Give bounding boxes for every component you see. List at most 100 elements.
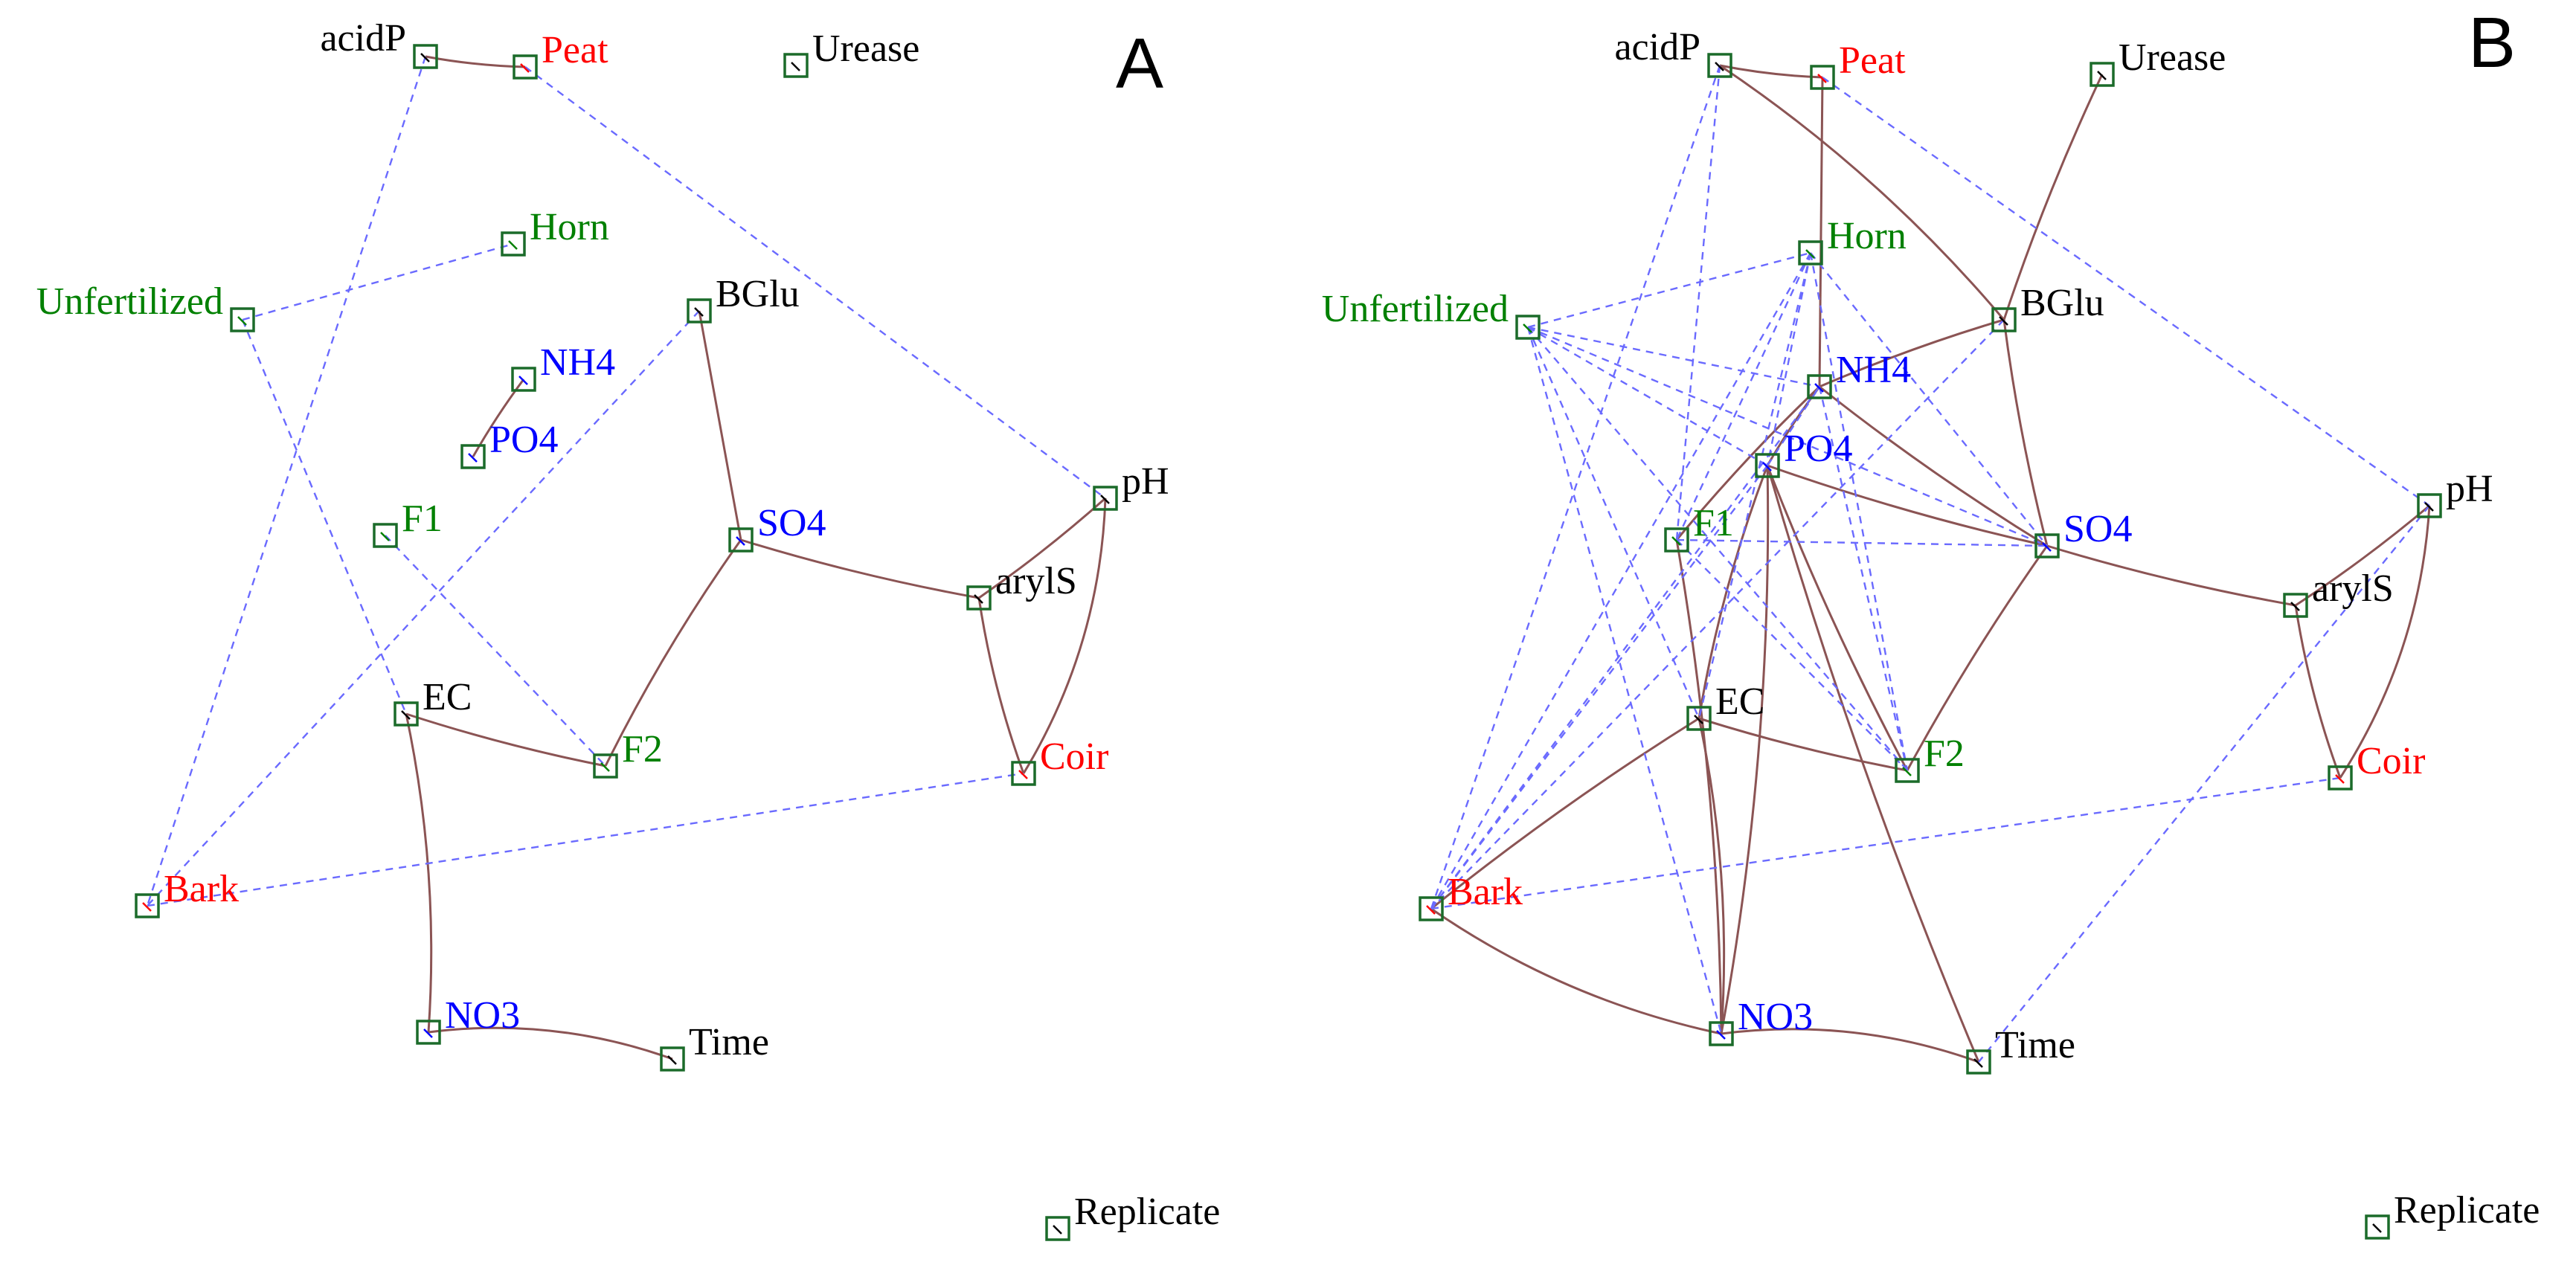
node-a-f1[interactable]: F1 [373,498,443,548]
node-b-nh4[interactable]: NH4 [1807,349,1911,399]
node-center-mark [1523,323,1532,333]
edge-b-so4-f2 [1906,545,2049,771]
edge-a-acidp-bark [146,56,427,907]
node-center-mark [142,902,152,912]
node-box [1419,896,1444,921]
node-center-mark [1902,767,1912,776]
node-label: F1 [402,498,443,540]
edge-a-f1-f2 [385,535,606,767]
node-label: SO4 [757,502,826,544]
node-b-so4[interactable]: SO4 [2034,508,2132,558]
node-center-mark [1805,249,1815,259]
node-center-mark [420,53,430,62]
node-a-acidp[interactable]: acidP [320,17,438,69]
edge-b-ph-coir [2339,505,2431,779]
node-box [413,44,438,69]
node-box [1895,758,1920,783]
node-a-f2[interactable]: F2 [593,728,663,779]
node-a-coir[interactable]: Coir [1011,735,1108,786]
node-label: F1 [1693,502,1734,544]
node-label: Replicate [1074,1191,1220,1233]
edge-b-no3-time [1721,1028,1979,1063]
node-b-po4[interactable]: PO4 [1755,428,1852,478]
node-center-mark [1973,1058,1983,1068]
node-b-no3[interactable]: NO3 [1709,996,1813,1046]
node-label: Unfertilized [36,280,223,323]
node-a-bark[interactable]: Bark [135,868,239,918]
node-box [1966,1049,1991,1075]
node-box [511,367,536,392]
node-box [416,1020,441,1045]
node-a-horn[interactable]: Horn [501,206,609,257]
node-center-mark [1999,316,2008,326]
node-b-bglu[interactable]: BGlu [1991,282,2104,332]
node-a-unfertilized[interactable]: Unfertilized [36,280,255,332]
node-b-urease[interactable]: Urease [2090,36,2226,87]
node-box [783,53,809,78]
node-box [2283,593,2308,618]
node-center-mark [736,536,745,546]
node-a-ec[interactable]: EC [394,676,472,727]
node-a-replicate[interactable]: Replicate [1045,1191,1220,1241]
node-box [230,307,255,332]
node-b-horn[interactable]: Horn [1798,215,1907,265]
node-label: pH [2446,468,2493,510]
node-a-po4[interactable]: PO4 [460,419,558,469]
node-box [966,585,992,611]
node-b-ph[interactable]: pH [2417,468,2493,518]
node-b-time[interactable]: Time [1966,1024,2075,1075]
node-b-unfertilized[interactable]: Unfertilized [1322,288,1541,340]
node-label: BGlu [716,273,800,315]
edge-b-nh4-f2 [1818,386,1909,771]
node-b-ec[interactable]: EC [1686,680,1764,731]
node-b-aryls[interactable]: arylS [2283,567,2394,618]
node-center-mark [1716,1030,1726,1040]
node-label: arylS [2312,567,2394,610]
node-a-nh4[interactable]: NH4 [511,341,615,392]
node-label: pH [1122,460,1169,503]
node-center-mark [401,710,411,720]
node-a-bglu[interactable]: BGlu [687,273,800,323]
node-center-mark [2290,602,2300,611]
node-center-mark [694,307,704,317]
edge-b-unfertilized-so4 [1527,326,2048,547]
node-a-ph[interactable]: pH [1093,460,1169,511]
node-b-bark[interactable]: Bark [1419,871,1523,921]
node-a-peat[interactable]: Peat [513,29,608,80]
edge-a-ec-no3 [405,713,433,1033]
node-b-f1[interactable]: F1 [1664,502,1734,553]
node-label: Unfertilized [1322,288,1509,330]
node-box [2090,62,2115,87]
node-label: PO4 [489,419,558,461]
edge-b-po4-no3 [1720,465,1770,1034]
node-box [1515,315,1541,340]
edge-a-bglu-so4 [698,310,742,541]
node-box [1011,761,1036,786]
node-b-f2[interactable]: F2 [1895,733,1965,783]
node-center-mark [2424,502,2434,512]
node-a-no3[interactable]: NO3 [416,994,520,1045]
edge-b-bglu-so4 [2002,319,2049,547]
node-label: BGlu [2020,282,2104,324]
node-center-mark [520,63,530,73]
node-label: Horn [1827,215,1907,257]
edge-b-po4-f2 [1766,465,1909,771]
node-a-aryls[interactable]: arylS [966,560,1077,611]
node-a-time[interactable]: Time [660,1021,769,1072]
node-b-acidp[interactable]: acidP [1614,26,1732,78]
node-b-replicate[interactable]: Replicate [2365,1189,2540,1240]
node-label: Bark [1448,871,1523,913]
node-b-coir[interactable]: Coir [2328,740,2425,791]
node-box [135,893,160,918]
node-label: NH4 [540,341,615,384]
edge-b-horn-bark [1430,252,1812,910]
node-b-peat[interactable]: Peat [1810,39,1906,90]
node-a-urease[interactable]: Urease [783,28,919,78]
node-a-so4[interactable]: SO4 [728,502,826,553]
node-center-mark [1018,770,1028,779]
edge-b-bark-coir [1430,776,2341,910]
node-label: Horn [530,206,609,248]
node-center-mark [974,594,983,604]
edge-a-unfertilized-ec [241,319,408,715]
